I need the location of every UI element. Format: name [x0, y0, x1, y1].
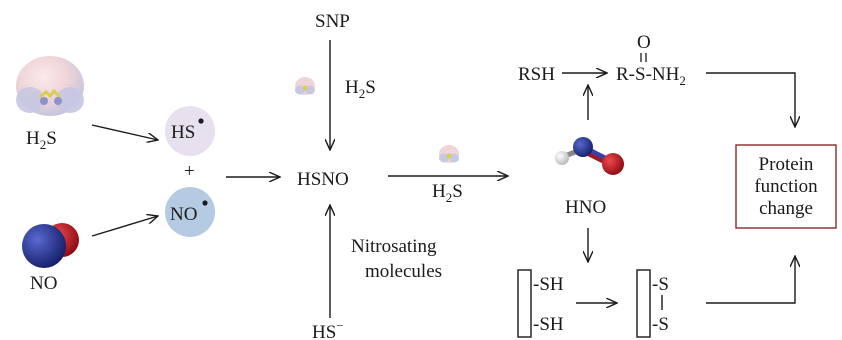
- no-label: NO: [30, 273, 57, 294]
- no-radical-label: NO: [170, 204, 197, 225]
- hno-molecule-model: [555, 137, 624, 175]
- protein-bar-thiol: [517, 269, 532, 338]
- nitrosating-label-line1: Nitrosating: [351, 236, 437, 257]
- hs-radical-label: HS: [171, 122, 195, 143]
- h2s-molecule-model: [16, 56, 84, 116]
- h2s-upper-label: H2S: [345, 77, 376, 101]
- arrow-disulfide-to-protein: [706, 256, 795, 304]
- protein-box-line3: change: [759, 198, 813, 219]
- h2s-small-icon: [439, 145, 459, 163]
- h2s-small-icon: [295, 77, 315, 95]
- sulfinamide-label: R-S-NH2: [616, 64, 686, 88]
- protein-bar-disulfide: [636, 269, 651, 338]
- arrow-h2s-to-hs: [91, 124, 158, 140]
- nitrosating-label-line2: molecules: [365, 261, 442, 282]
- s-bottom-label: -S: [652, 314, 669, 335]
- radical-dot: [198, 118, 204, 124]
- arrow-sulfinamide-to-protein: [706, 72, 795, 127]
- h2s-label: H2S: [26, 128, 57, 152]
- radical-dot: [202, 200, 208, 206]
- no-radical-circle: [165, 187, 215, 237]
- arrow-no-to-no-radical: [91, 216, 158, 237]
- snp-label: SNP: [315, 11, 350, 32]
- hsno-label: HSNO: [297, 169, 349, 190]
- hno-label: HNO: [565, 197, 606, 218]
- protein-box-line2: function: [754, 176, 818, 197]
- protein-box-line1: Protein: [759, 154, 814, 175]
- h2s-mid-label: H2S: [432, 181, 463, 205]
- sh-bottom-label: -SH: [533, 314, 564, 335]
- sh-top-label: -SH: [533, 274, 564, 295]
- hs-radical-circle: [165, 106, 215, 156]
- protein-function-change-box: [735, 144, 837, 229]
- oxygen-atom-label: O: [637, 32, 651, 53]
- no-molecule-model: [22, 223, 79, 268]
- plus-sign: +: [184, 161, 195, 182]
- rsh-label: RSH: [518, 64, 555, 85]
- hs-minus-label: HS−: [312, 318, 344, 340]
- s-top-label: -S: [652, 274, 669, 295]
